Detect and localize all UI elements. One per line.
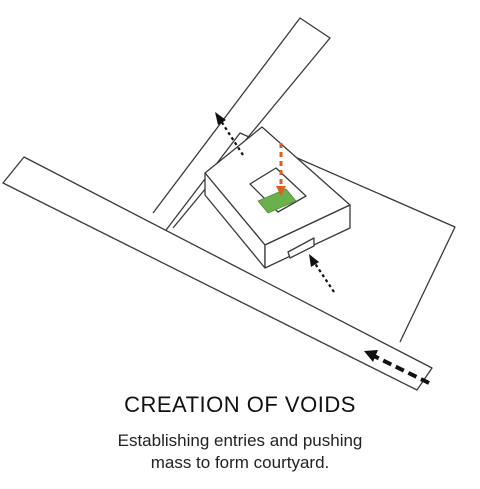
- upper-street: [152, 17, 331, 229]
- main-road: [2, 156, 433, 391]
- push-down-arrow: [276, 143, 286, 196]
- building-right-face: [264, 204, 351, 269]
- description-line-1: Establishing entries and pushing: [117, 431, 363, 450]
- entry-opening: [287, 237, 315, 259]
- diagram-title: CREATION OF VOIDS: [124, 392, 356, 417]
- description-line-2: mass to form courtyard.: [150, 453, 330, 472]
- site-outline: [162, 132, 456, 343]
- diagram-description: Establishing entries and pushing mass to…: [0, 430, 480, 474]
- entry-arrow-front: [309, 254, 335, 293]
- courtyard-green-floor: [257, 188, 297, 214]
- approach-arrow-road: [364, 350, 430, 385]
- entry-arrow-upper: [215, 112, 244, 156]
